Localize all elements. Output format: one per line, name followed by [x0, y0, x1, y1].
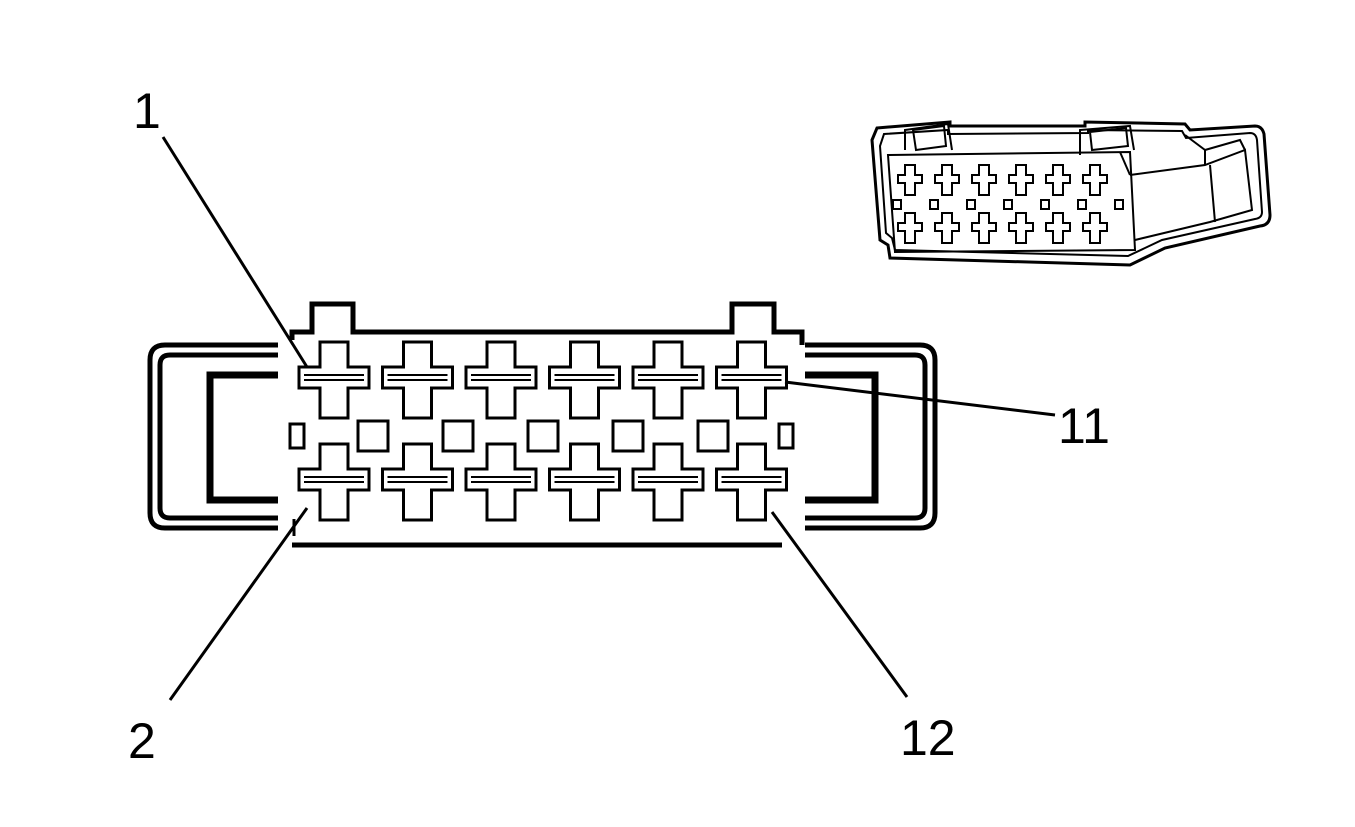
terminal-cavity: [715, 442, 788, 522]
mini-terminal-cavity: [897, 212, 923, 244]
cavity-keys: [288, 419, 795, 453]
connector-housing: [289, 301, 805, 548]
terminal-cavity: [464, 340, 538, 420]
mini-terminal-cavity: [1008, 164, 1034, 196]
mini-terminal-cavity: [1082, 164, 1108, 196]
cavity-key: [777, 422, 795, 450]
mini-terminal-cavity: [934, 164, 960, 196]
mini-cavity-key: [929, 199, 939, 210]
mini-terminal-cavity: [971, 212, 997, 244]
terminal-cavity: [631, 340, 705, 420]
terminal-cavity: [631, 442, 705, 522]
terminal-cavity: [297, 340, 371, 420]
leader-line-1: [161, 136, 309, 368]
mini-terminal-cavity: [971, 164, 997, 196]
callout-labels: 1 2 11 12: [128, 83, 1110, 769]
leader-line-12: [770, 511, 909, 698]
terminal-cavity: [381, 340, 454, 420]
mini-cavity-key: [966, 199, 976, 210]
terminal-cavity: [548, 442, 621, 522]
cavity-key: [611, 419, 645, 453]
cavity-key: [356, 419, 390, 453]
mini-terminal-cavity: [1045, 164, 1071, 196]
mini-cavity-key: [1003, 199, 1013, 210]
mini-terminal-cavity: [897, 164, 923, 196]
terminal-cavities: [297, 340, 788, 522]
mini-cavity-key: [1114, 199, 1124, 210]
mini-terminal-cavity: [1082, 212, 1108, 244]
callout-1: 1: [133, 83, 161, 139]
mini-terminal-cavity: [1008, 212, 1034, 244]
mini-terminal-cavity: [1045, 212, 1071, 244]
mini-terminal-cavity: [934, 212, 960, 244]
cavity-key: [526, 419, 560, 453]
terminal-cavity: [715, 340, 788, 420]
terminal-cavity: [548, 340, 621, 420]
leader-line-11: [784, 380, 1056, 417]
connector-face: [147, 301, 938, 548]
callout-2: 2: [128, 713, 156, 769]
terminal-cavity: [464, 442, 538, 522]
mini-terminal-cavities: [892, 164, 1124, 244]
callout-12: 12: [900, 710, 956, 766]
leader-line-2: [168, 507, 309, 701]
mini-cavity-key: [1040, 199, 1050, 210]
cavity-key: [441, 419, 475, 453]
cavity-key: [696, 419, 730, 453]
callout-11: 11: [1058, 398, 1110, 454]
leader-lines: [161, 136, 1056, 701]
terminal-cavity: [297, 442, 371, 522]
connector-3d-view: [870, 120, 1272, 267]
mini-cavity-key: [892, 199, 902, 210]
right-shroud: [805, 342, 938, 531]
mini-cavity-key: [1077, 199, 1087, 210]
cavity-key: [288, 422, 306, 450]
terminal-cavity: [381, 442, 454, 522]
left-shroud: [147, 342, 278, 531]
